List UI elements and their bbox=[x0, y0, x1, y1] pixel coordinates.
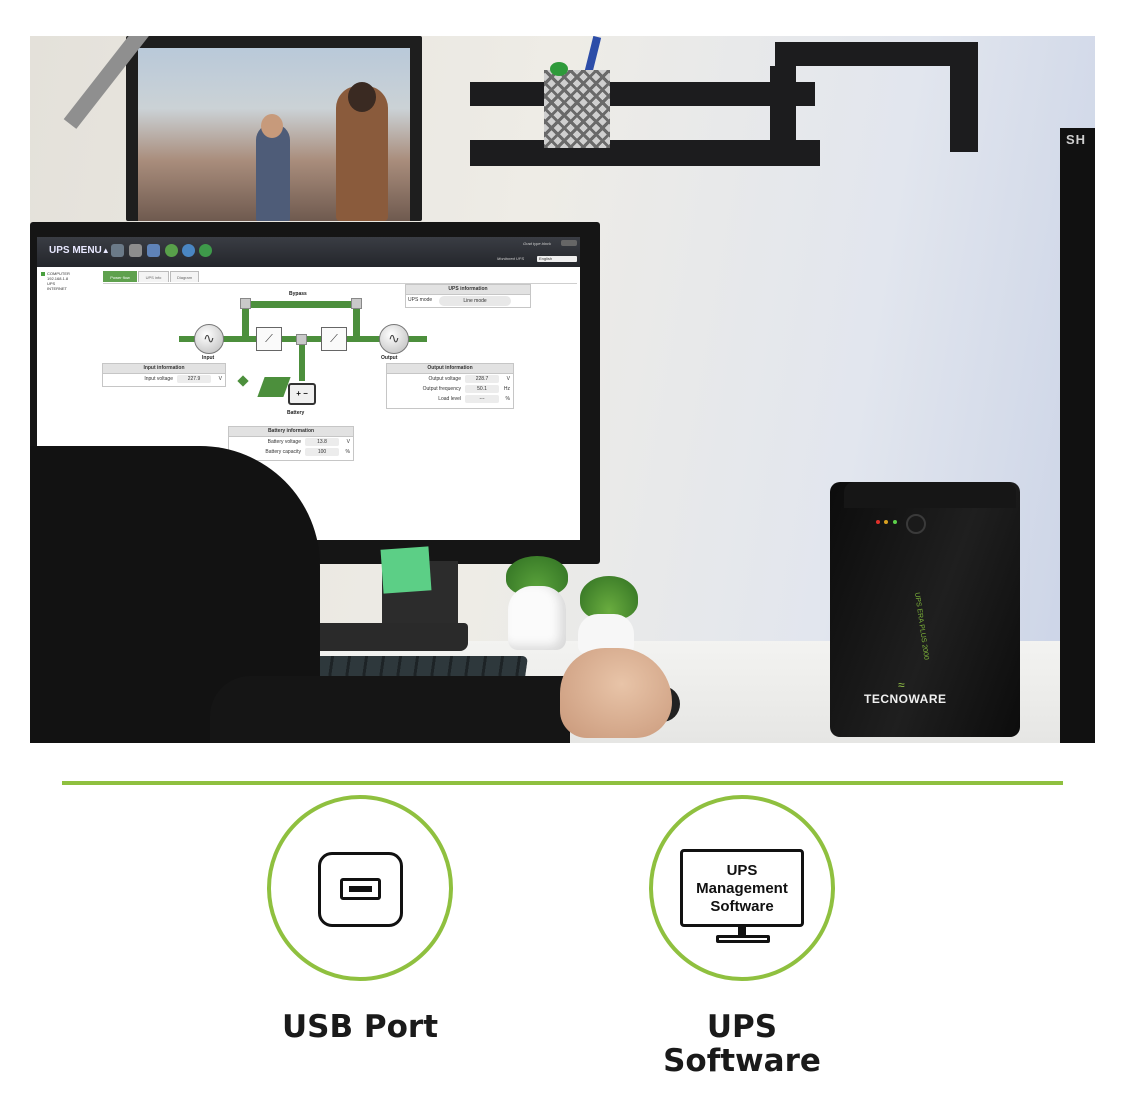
monitored-ups-select[interactable]: English bbox=[537, 256, 577, 262]
succulent-plant bbox=[580, 576, 638, 620]
bypass-right-line bbox=[353, 301, 360, 341]
status-led-red bbox=[876, 520, 880, 524]
caret-up-icon: ▲ bbox=[101, 246, 110, 255]
input-voltage-value: 227.9 bbox=[177, 375, 211, 383]
tree-item[interactable]: COMPUTER bbox=[41, 271, 70, 276]
charge-indicator bbox=[257, 377, 291, 397]
plant-pot bbox=[578, 614, 634, 654]
usb-port-icon bbox=[318, 852, 403, 927]
battery-information-panel: Battery information Battery voltage 13.8… bbox=[228, 426, 354, 461]
bypass-left-line bbox=[242, 301, 249, 341]
tab-diagram[interactable]: Diagram bbox=[170, 271, 199, 282]
computer-monitor: UPS MENU▲ Grad type block Monitored UPS … bbox=[30, 222, 600, 564]
battery-line bbox=[299, 341, 305, 381]
brand-logo-icon: ≈ bbox=[898, 678, 905, 692]
monitored-ups-label: Monitored UPS bbox=[497, 256, 525, 261]
app-title: UPS MENU bbox=[49, 245, 102, 256]
divider-line bbox=[62, 781, 1063, 785]
pc-tower-brand: SH bbox=[1066, 132, 1087, 147]
person-hand bbox=[560, 648, 672, 738]
input-label: Input bbox=[202, 355, 215, 361]
battery-capacity-value: 100 bbox=[305, 448, 339, 456]
ups-software-label: UPS Software bbox=[663, 1009, 821, 1079]
ups-model: UPS ERA PLUS 2000 bbox=[913, 592, 930, 661]
tree-item[interactable]: 192.168.1.8 bbox=[47, 276, 69, 281]
output-voltage-value: 228.7 bbox=[465, 375, 499, 383]
pc-tower: SH bbox=[1060, 128, 1095, 743]
toolbar-toggle[interactable] bbox=[561, 240, 577, 246]
usb-port-label: USB Port bbox=[281, 1009, 439, 1045]
software-icon-text: UPS bbox=[726, 862, 758, 879]
load-level-value: --- bbox=[465, 395, 499, 403]
app-toolbar: UPS MENU▲ Grad type block Monitored UPS … bbox=[37, 237, 580, 267]
ups-software-badge: UPS Management Software bbox=[649, 795, 835, 981]
ups-brand: TECNOWARE bbox=[864, 692, 947, 706]
device-tree: COMPUTER 192.168.1.8 UPS INTERNET bbox=[41, 271, 70, 291]
sticky-note bbox=[380, 546, 432, 594]
battery-voltage-value: 13.8 bbox=[305, 438, 339, 446]
usb-port-badge bbox=[267, 795, 453, 981]
tree-item[interactable]: INTERNET bbox=[47, 286, 67, 291]
status-led-green bbox=[893, 520, 897, 524]
search-icon[interactable] bbox=[182, 244, 195, 257]
view-tabs: Power flow UPS info Diagram bbox=[103, 271, 199, 283]
toolbar-note: Grad type block bbox=[523, 241, 552, 246]
refresh-icon[interactable] bbox=[165, 244, 178, 257]
power-button-icon bbox=[906, 514, 926, 534]
ups-information-panel: UPS information UPS mode Line mode bbox=[405, 284, 531, 308]
ups-device: UPS ERA PLUS 2000 ≈ TECNOWARE bbox=[830, 482, 1020, 737]
tab-ups-info[interactable]: UPS info bbox=[138, 271, 169, 282]
battery-icon: + − bbox=[288, 383, 316, 405]
computer-icon[interactable] bbox=[111, 244, 124, 257]
output-ac-icon: ∿ bbox=[379, 324, 409, 354]
rectifier-icon: ⟋ bbox=[256, 327, 282, 351]
ups-management-app: UPS MENU▲ Grad type block Monitored UPS … bbox=[37, 237, 580, 540]
input-ac-icon: ∿ bbox=[194, 324, 224, 354]
pen-holder bbox=[544, 70, 610, 148]
output-information-panel: Output information Output voltage 228.7 … bbox=[386, 363, 514, 409]
monitor-icon[interactable] bbox=[147, 244, 160, 257]
tab-power-flow[interactable]: Power flow bbox=[103, 271, 137, 282]
inverter-icon: ⟋ bbox=[321, 327, 347, 351]
output-frequency-value: 50.1 bbox=[465, 385, 499, 393]
globe-icon[interactable] bbox=[199, 244, 212, 257]
bypass-top-line bbox=[242, 301, 359, 308]
bypass-label: Bypass bbox=[289, 291, 307, 297]
folder-icon bbox=[41, 271, 45, 276]
status-led-amber bbox=[884, 520, 888, 524]
software-icon-text: Software bbox=[710, 898, 774, 915]
battery-label: Battery bbox=[287, 410, 305, 416]
ups-mode-value: Line mode bbox=[439, 296, 511, 306]
tree-item[interactable]: UPS bbox=[47, 281, 56, 286]
product-photo: SH UPS MENU▲ Grad type block Monitored U… bbox=[30, 36, 1095, 743]
settings-icon[interactable] bbox=[129, 244, 142, 257]
wall-picture-frame bbox=[126, 36, 422, 221]
software-icon-text: Management bbox=[696, 880, 788, 897]
wall-shelf bbox=[775, 42, 975, 66]
ups-menu-button[interactable]: UPS MENU▲ bbox=[49, 245, 110, 256]
input-information-panel: Input information Input voltage 227.9 V bbox=[102, 363, 226, 387]
output-label: Output bbox=[381, 355, 398, 361]
plant-pot bbox=[508, 586, 566, 650]
monitor-icon: UPS Management Software bbox=[680, 849, 804, 927]
